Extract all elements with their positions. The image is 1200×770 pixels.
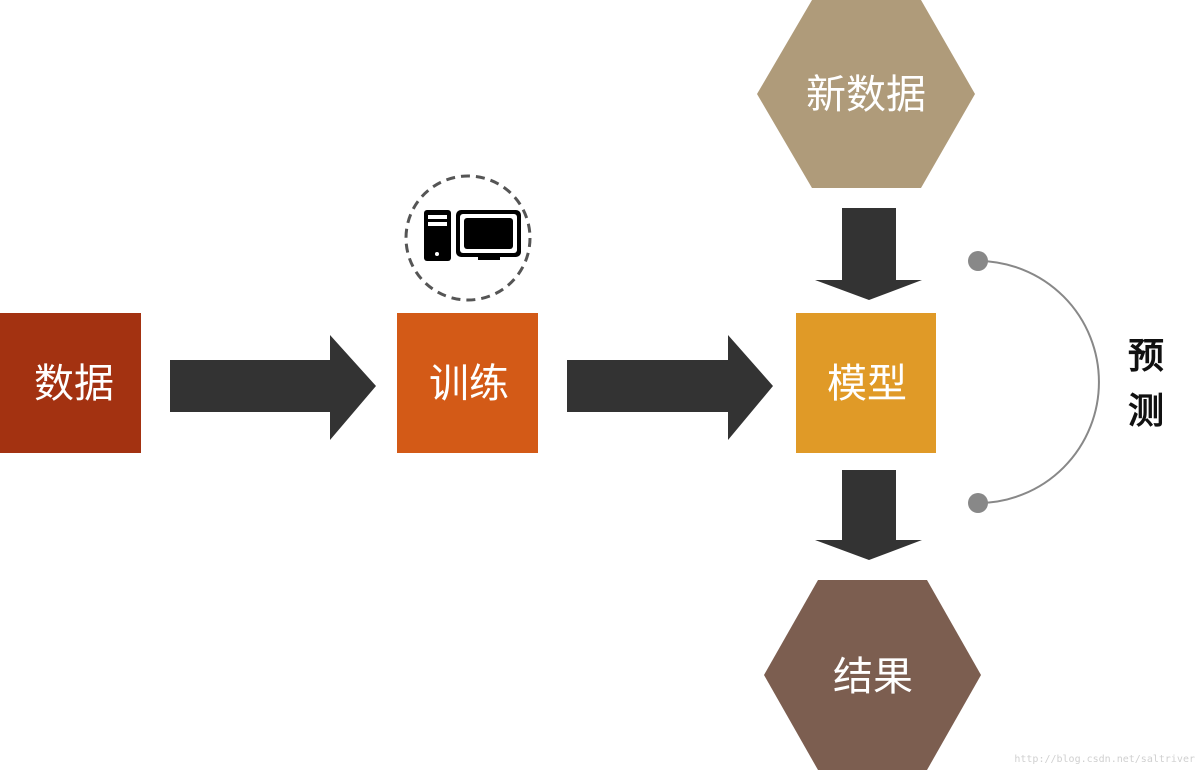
result-hexagon	[764, 580, 981, 770]
prediction-label-line2: 测	[1128, 390, 1164, 432]
prediction-label-line1: 预	[1128, 335, 1164, 377]
model-label: 模型	[827, 361, 907, 407]
arrow-train-to-model	[567, 335, 773, 440]
node-new-data: 新数据	[757, 0, 975, 188]
result-label: 结果	[833, 654, 913, 700]
arrow-new-data-to-model	[815, 208, 922, 300]
node-data: 数据	[0, 313, 141, 453]
bracket-dot-bottom	[968, 493, 988, 513]
arrow-model-to-result	[815, 470, 922, 560]
train-box	[397, 313, 538, 453]
new-data-label: 新数据	[806, 72, 926, 118]
dashed-circle	[404, 174, 532, 302]
bracket-dot-top	[968, 251, 988, 271]
data-label: 数据	[34, 361, 114, 407]
new-data-hexagon	[757, 0, 975, 188]
prediction-bracket: 预 测	[968, 251, 1164, 513]
bracket-arc	[977, 260, 1100, 504]
data-box	[0, 313, 141, 453]
train-label: 训练	[429, 361, 509, 407]
node-result: 结果	[764, 580, 981, 770]
node-model: 模型	[796, 313, 936, 453]
watermark: http://blog.csdn.net/saltriver	[1014, 754, 1195, 765]
node-train: 训练	[397, 313, 538, 453]
computer-icon-badge	[404, 174, 532, 302]
model-box	[796, 313, 936, 453]
arrow-data-to-train	[170, 335, 376, 440]
computer-icon	[424, 210, 521, 261]
